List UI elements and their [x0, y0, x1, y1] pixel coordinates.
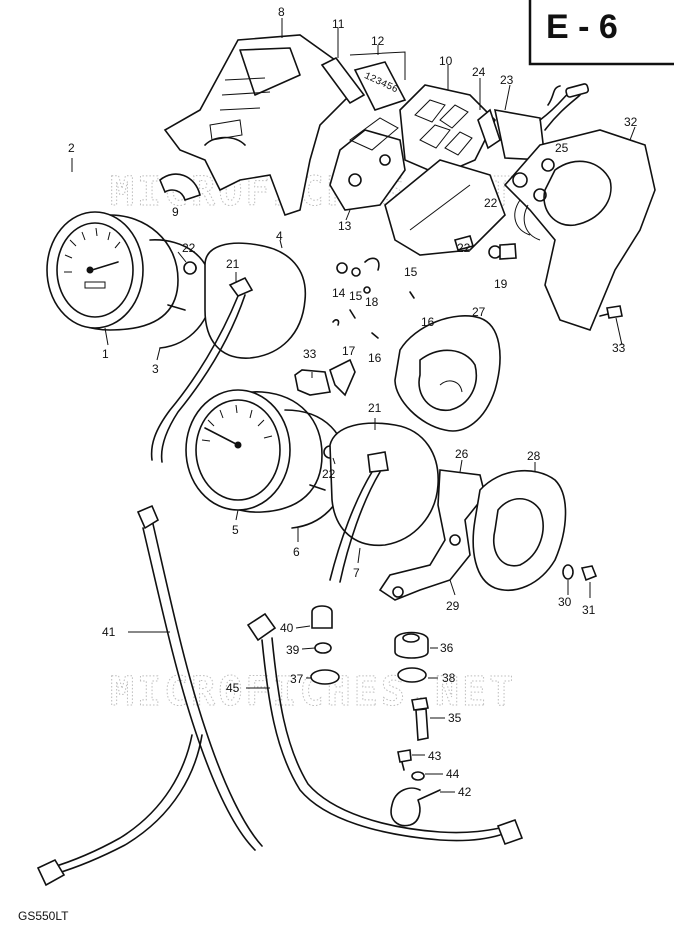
meter-housing-plate: [384, 159, 506, 256]
speedometer-cable: [36, 504, 263, 887]
callout-32: 32: [624, 115, 638, 129]
callout-11: 11: [332, 17, 345, 31]
callout-8: 8: [278, 5, 285, 19]
callout-20: 19: [494, 277, 508, 291]
callout-24: 24: [472, 65, 486, 79]
callout-34: 33: [612, 341, 626, 355]
model-label: GS550LT: [18, 909, 69, 923]
gear-indicator-panel: 123456: [349, 51, 407, 111]
washer-37: [310, 669, 340, 685]
callout-15a: 15: [404, 265, 418, 279]
small-hardware-cluster: [332, 257, 415, 339]
callout-5: 5: [232, 523, 239, 537]
callout-29: 29: [446, 599, 460, 613]
section-code: E - 6: [546, 8, 618, 46]
callout-40: 40: [280, 621, 294, 635]
callout-26: 26: [455, 447, 469, 461]
callout-22d: 22: [322, 467, 336, 481]
callout-41: 41: [102, 625, 116, 639]
speedometer-rear-case: [150, 242, 307, 463]
tachometer-plate: [294, 358, 356, 397]
grommet-36: [394, 631, 429, 659]
callout-17: 16: [368, 351, 382, 365]
callout-9: 9: [172, 205, 179, 219]
callout-30: 30: [558, 595, 572, 609]
callout-31: 31: [582, 603, 596, 617]
callout-4: 4: [276, 229, 283, 243]
callout-33: 33: [303, 347, 317, 361]
lower-meter-cover: [503, 129, 656, 331]
callout-2: 2: [68, 141, 75, 155]
washer-38: [397, 667, 427, 683]
upper-meter-cover: [163, 34, 351, 217]
cover-gasket: [159, 173, 201, 202]
callout-16: 16: [421, 315, 435, 329]
tachometer-rear-cover: [472, 469, 567, 591]
callout-43: 43: [428, 749, 442, 763]
callout-18: 17: [342, 344, 356, 358]
tachometer-assembly: [185, 389, 326, 513]
screw-43: [397, 749, 412, 771]
washer-39: [314, 642, 332, 654]
speedometer-rear-cover: [394, 315, 501, 432]
callout-21a: 21: [226, 257, 240, 271]
indicator-wiring-harness: [477, 83, 590, 161]
callout-37: 37: [290, 672, 304, 686]
washer-nut-pair: [562, 564, 598, 582]
callout-36: 36: [440, 641, 454, 655]
callout-1: 1: [102, 347, 109, 361]
tachometer-cable: [246, 612, 524, 846]
leader-lines: [71, 18, 636, 793]
callout-6: 6: [293, 545, 300, 559]
callout-22b: 22: [182, 241, 196, 255]
callout-25: 25: [555, 141, 569, 155]
callout-23: 23: [500, 73, 514, 87]
callout-38: 38: [442, 671, 456, 685]
callout-44: 44: [446, 767, 460, 781]
screw-34: [599, 305, 623, 319]
meter-bracket-upper: [329, 117, 406, 211]
callout-22c: 22: [457, 241, 471, 255]
callout-42: 42: [458, 785, 472, 799]
callout-15b: 15: [349, 289, 363, 303]
callout-35: 35: [448, 711, 462, 725]
washer-44: [411, 771, 425, 781]
callout-21b: 21: [368, 401, 382, 415]
bolt-35: [411, 697, 429, 741]
callout-3: 3: [152, 362, 159, 376]
callout-27: 27: [472, 305, 486, 319]
callout-13: 13: [338, 219, 352, 233]
callout-10: 10: [439, 54, 453, 68]
callout-14: 14: [332, 286, 346, 300]
callout-19: 18: [365, 295, 379, 309]
wire-clamp-42: [390, 787, 441, 827]
section-code-box: E - 6: [528, 0, 674, 66]
bulb-socket-speedometer: [183, 261, 197, 275]
callout-7: 7: [353, 566, 360, 580]
callout-45: 45: [226, 681, 240, 695]
callout-28: 28: [527, 449, 541, 463]
callout-39: 39: [286, 643, 300, 657]
speedometer-assembly: [46, 211, 186, 331]
callout-12: 12: [371, 34, 385, 48]
damper-nut-40: [311, 605, 333, 629]
tachometer-rear-case: [329, 422, 439, 583]
callout-22a: 22: [484, 196, 498, 210]
bulb-socket-upper: [453, 235, 517, 260]
callout-numbers: 8 11 12 10 24 23 32 2 25 22 9 13 4 22 22…: [68, 5, 638, 799]
indicator-lens-strip: [320, 56, 366, 105]
